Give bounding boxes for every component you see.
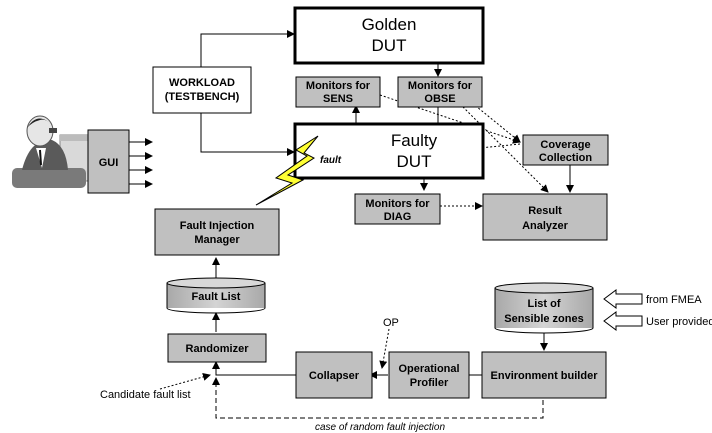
monitors-obse-line1: Monitors for: [408, 80, 473, 92]
lightning-bolt-icon: [255, 135, 319, 206]
environment-builder-box: Environment builder: [481, 351, 607, 399]
coverage-collection-box: Coverage Collection: [522, 134, 609, 166]
fim-line1: Fault Injection: [180, 220, 255, 232]
faulty-dut-line1: Faulty: [391, 131, 438, 150]
operational-profiler-box: Operational Profiler: [388, 351, 470, 399]
golden-dut-line2: DUT: [372, 36, 407, 55]
fault-injection-manager-box: Fault Injection Manager: [154, 208, 280, 256]
coverage-line1: Coverage: [540, 139, 590, 151]
faulty-dut-box: Faulty DUT fault: [293, 122, 485, 180]
gui-label: GUI: [99, 157, 119, 169]
monitors-diag-line2: DIAG: [384, 211, 412, 223]
monitors-diag-line1: Monitors for: [365, 198, 430, 210]
fault-list-label: Fault List: [192, 291, 241, 303]
fault-list-cylinder: Fault List: [166, 277, 266, 314]
from-fmea-label: from FMEA: [646, 294, 702, 306]
faulty-dut-line2: DUT: [397, 152, 432, 171]
workload-box: WORKLOAD (TESTBENCH): [152, 66, 252, 114]
candidate-fault-list-label: Candidate fault list: [100, 389, 191, 401]
randomizer-box: Randomizer: [167, 333, 267, 363]
monitors-sens-line1: Monitors for: [306, 80, 371, 92]
sensible-line1: List of: [528, 298, 561, 310]
result-analyzer-box: Result Analyzer: [482, 193, 608, 241]
monitors-obse-line2: OBSE: [424, 93, 455, 105]
fault-label: fault: [320, 155, 342, 166]
randomizer-label: Randomizer: [186, 343, 250, 355]
user-at-computer-icon: [12, 115, 91, 188]
monitors-diag-box: Monitors for DIAG: [354, 193, 441, 225]
monitors-sens-line2: SENS: [323, 93, 353, 105]
from-fmea-arrow: from FMEA: [603, 289, 702, 309]
coverage-line2: Collection: [539, 152, 592, 164]
sensible-zones-cylinder: List of Sensible zones: [494, 282, 594, 334]
env-builder-label: Environment builder: [491, 370, 599, 382]
collapser-box: Collapser: [295, 351, 373, 399]
workload-line2: (TESTBENCH): [165, 91, 240, 103]
sensible-line2: Sensible zones: [504, 313, 583, 325]
user-provided-arrow: User provided: [603, 311, 712, 331]
monitors-obse-box: Monitors for OBSE: [397, 76, 483, 108]
user-provided-label: User provided: [646, 316, 712, 328]
golden-dut-box: Golden DUT: [293, 6, 485, 65]
op-label: OP: [383, 317, 399, 329]
collapser-label: Collapser: [309, 370, 360, 382]
gui-box: GUI: [87, 129, 130, 194]
random-injection-label: case of random fault injection: [315, 422, 446, 433]
op-profiler-line1: Operational: [398, 363, 459, 375]
golden-dut-line1: Golden: [362, 15, 417, 34]
op-profiler-line2: Profiler: [410, 377, 449, 389]
fim-line2: Manager: [194, 234, 240, 246]
result-line2: Analyzer: [522, 220, 569, 232]
monitors-sens-box: Monitors for SENS: [295, 76, 381, 108]
workload-line1: WORKLOAD: [169, 77, 235, 89]
result-line1: Result: [528, 205, 562, 217]
